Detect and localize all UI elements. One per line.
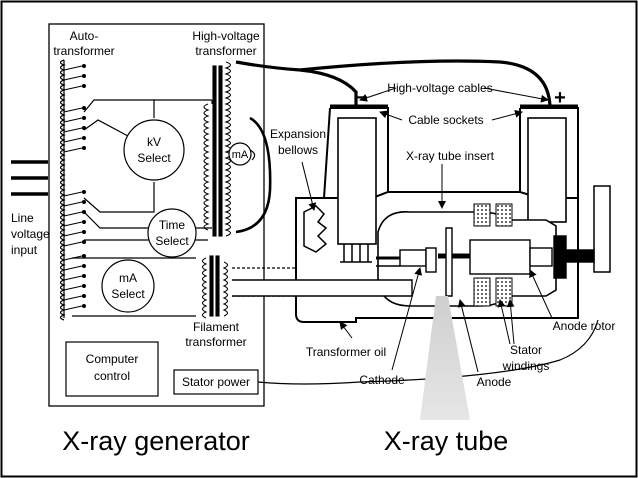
cathode-assembly	[376, 247, 437, 273]
annotation-leaders	[301, 87, 553, 373]
autotransformer-label-line1: Auto-	[70, 29, 99, 43]
hv-cable-anode	[299, 59, 552, 107]
autotransformer-tap	[63, 137, 83, 143]
stator-winding-top-left	[473, 203, 491, 227]
stator-winding-bottom-right	[495, 277, 513, 307]
cathode-label: Cathode	[359, 373, 405, 387]
time-select-dial	[84, 208, 208, 258]
cathode-polarity-sign: −	[356, 87, 368, 109]
ma-meter-label: mA	[232, 149, 249, 161]
generator-section: kV Select Time Select mA Select	[11, 23, 265, 407]
hv-cable-cathode	[235, 60, 358, 106]
autotransformer-coil	[59, 59, 66, 321]
tube-caption: X-ray tube	[384, 426, 509, 456]
autotransformer-tap-point	[82, 116, 86, 120]
autotransformer-tap	[63, 265, 83, 271]
line-voltage-label-line2: voltage	[11, 227, 50, 241]
kv-select-dial	[83, 99, 213, 229]
stator-winding-bottom-left	[473, 277, 491, 307]
xray-beam	[420, 296, 470, 420]
filament-transformer-label-line1: Filament	[193, 320, 240, 334]
time-select-label-line2: Select	[155, 234, 189, 248]
autotransformer-tap-point	[82, 64, 86, 68]
anode	[438, 227, 470, 297]
autotransformer-tap-point	[82, 220, 86, 224]
high-voltage-cables	[235, 59, 552, 234]
autotransformer-tap	[63, 241, 83, 247]
autotransformer-tap-point	[82, 264, 86, 268]
line-voltage-label-line3: input	[11, 243, 38, 257]
line-voltage-wires	[11, 160, 48, 196]
autotransformer-label-line2: transformer	[53, 44, 114, 58]
kv-select-label-line2: Select	[137, 151, 171, 165]
autotransformer-tap	[63, 305, 83, 311]
expansion-bellows-label-line1: Expansion	[270, 127, 326, 141]
computer-control-label-line2: control	[94, 369, 130, 383]
autotransformer-tap	[63, 191, 83, 197]
autotransformer-tap-point	[82, 106, 86, 110]
autotransformer-tap	[63, 65, 83, 71]
ma-meter	[228, 142, 256, 166]
anode-polarity-sign: +	[554, 87, 566, 109]
autotransformer-tap-point	[82, 254, 86, 258]
anode-label: Anode	[477, 375, 512, 389]
stator-windings-label-line2: windings	[502, 359, 550, 373]
autotransformer-tap	[63, 231, 83, 237]
autotransformer-tap	[63, 75, 83, 81]
socket-pins	[340, 244, 372, 263]
time-select-label-line1: Time	[159, 218, 186, 232]
autotransformer-tap-point	[82, 240, 86, 244]
autotransformer-tap-point	[82, 230, 86, 234]
autotransformer-tap-point	[82, 284, 86, 288]
hv-transformer-label-line1: High-voltage	[192, 29, 260, 43]
autotransformer-tap-point	[82, 304, 86, 308]
autotransformer-tap-point	[82, 146, 86, 150]
filament-transformer-label-line2: transformer	[185, 335, 246, 349]
cable-sockets-label: Cable sockets	[408, 113, 483, 127]
anode-rotor	[469, 235, 595, 279]
computer-control-box	[65, 341, 159, 397]
hv-transformer-label-line2: transformer	[195, 44, 256, 58]
generator-caption: X-ray generator	[62, 426, 250, 456]
autotransformer-tap	[63, 147, 83, 153]
ma-select-label-line1: mA	[119, 271, 137, 285]
ma-select-dial	[72, 257, 196, 317]
autotransformer-tap	[63, 107, 83, 113]
autotransformer-tap-point	[82, 190, 86, 194]
autotransformer-tap-point	[82, 136, 86, 140]
autotransformer-tap	[63, 85, 83, 91]
autotransformer-tap	[63, 275, 83, 281]
stator-power-label: Stator power	[182, 375, 250, 389]
autotransformer-tap	[63, 201, 83, 207]
autotransformer-tap	[63, 221, 83, 227]
filament-transformer	[201, 255, 229, 319]
autotransformer-tap	[63, 127, 83, 133]
hv-cables-label: High-voltage cables	[387, 81, 492, 95]
kv-select-label-line1: kV	[147, 135, 161, 149]
autotransformer-taps	[63, 64, 86, 311]
stator-winding-top-right	[495, 203, 513, 227]
line-voltage-label-line1: Line	[11, 211, 34, 225]
computer-control-label-line1: Computer	[86, 352, 139, 366]
tube-insert-label: X-ray tube insert	[406, 149, 495, 163]
expansion-bellows-label-line2: bellows	[278, 143, 318, 157]
stator-windings-label-line1: Stator	[510, 343, 542, 357]
autotransformer-tap-point	[82, 294, 86, 298]
transformer-oil-label: Transformer oil	[306, 345, 386, 359]
autotransformer-tap-point	[82, 84, 86, 88]
hv-transformer	[203, 61, 232, 237]
autotransformer-tap	[63, 295, 83, 301]
ma-select-label-line2: Select	[111, 287, 145, 301]
autotransformer-tap	[63, 117, 83, 123]
autotransformer-tap-point	[82, 200, 86, 204]
expansion-bellows	[303, 205, 328, 253]
autotransformer-tap-point	[82, 74, 86, 78]
autotransformer-tap	[63, 285, 83, 291]
anode-rotor-label: Anode rotor	[553, 319, 616, 333]
cathode-lead	[232, 279, 413, 297]
autotransformer-tap-point	[82, 274, 86, 278]
autotransformer-tap	[63, 211, 83, 217]
